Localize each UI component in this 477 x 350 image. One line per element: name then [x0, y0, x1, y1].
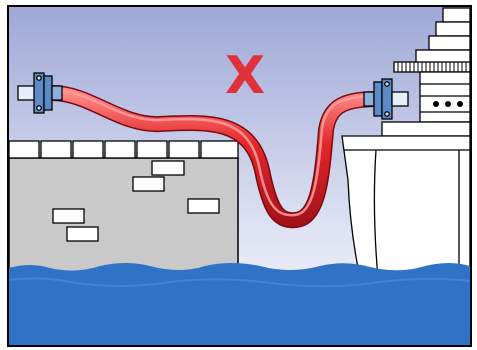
ship-manifold-flange: [363, 78, 409, 120]
cross-icon: X: [225, 46, 265, 106]
quay-wall: [8, 140, 239, 279]
quay-top-bricks: [8, 140, 239, 159]
quay-wall-bricks: [52, 160, 220, 242]
ship-deck-rail: [393, 61, 471, 73]
ship-hull: [341, 135, 471, 279]
ship-portholes: [433, 101, 463, 107]
water: [8, 263, 471, 345]
cargo-hose-icon: [44, 85, 388, 229]
flange-icon: [17, 72, 63, 114]
